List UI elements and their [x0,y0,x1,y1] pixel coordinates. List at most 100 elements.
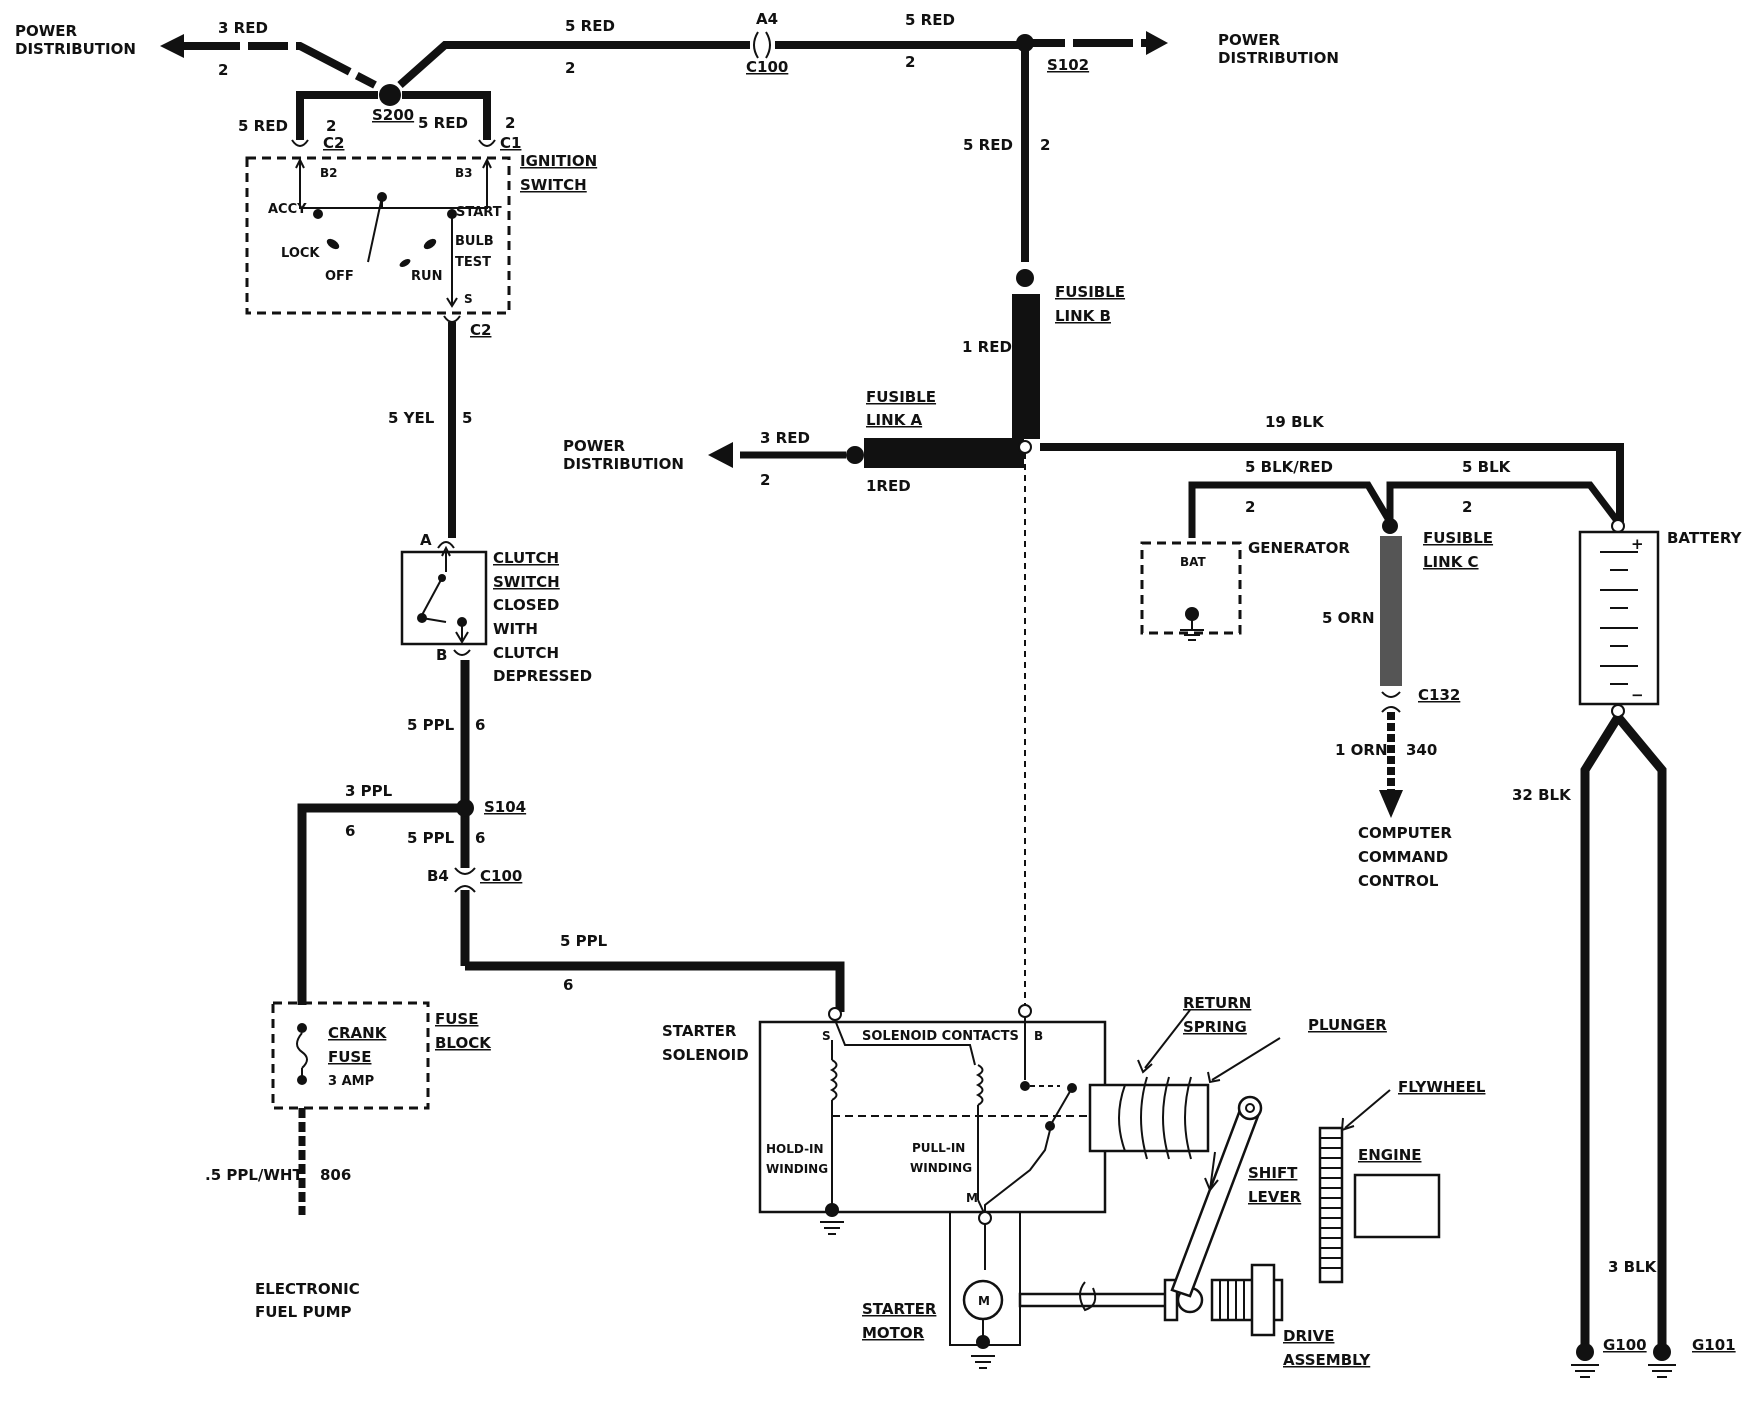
wire-5red-a-circuit: 2 [565,59,575,77]
fuel-pump-1: ELECTRONIC [255,1280,360,1298]
connector-c100-mid: C100 [480,867,522,885]
motor-m: M [978,1294,990,1308]
battery-circuit [1040,443,1676,1378]
wire-1orn-circuit: 340 [1406,741,1437,759]
wire-3red-label: 3 RED [218,19,268,37]
wire-3red-circuit: 2 [218,61,228,79]
clutch-desc-4: DEPRESSED [493,667,592,685]
crank-fuse-amp: 3 AMP [328,1074,374,1089]
pin-b3: B3 [455,166,473,180]
starter-assembly [758,1004,1441,1369]
clutch-desc-1: CLOSED [493,596,559,614]
arrow-right-icon [1146,31,1168,55]
connector-icon [753,31,759,59]
wire-5blk-label: 5 BLK [1462,458,1512,476]
clutch-switch-title-1: CLUTCH [493,549,559,567]
starter-motor-1: STARTER [862,1300,937,1318]
wire-3red-mid-label: 3 RED [760,429,810,447]
fusible-link-a-1: FUSIBLE [866,388,936,406]
pin-b2: B2 [320,166,338,180]
fusible-link-c [1380,536,1402,686]
wire-5pplwht-label: .5 PPL/WHT [205,1166,303,1184]
wire-3ppl-label: 3 PPL [345,782,393,800]
wire-3red-mid-circuit: 2 [760,471,770,489]
pos-run: RUN [411,269,442,284]
fuel-pump-2: FUEL PUMP [255,1303,352,1321]
starter-solenoid-2: SOLENOID [662,1046,749,1064]
fusible-link-a [864,438,1024,468]
fusible-link-b [1012,294,1040,439]
power-distribution-right-2: DISTRIBUTION [1218,49,1339,67]
fusible-link-c-1: FUSIBLE [1423,529,1493,547]
battery-label: BATTERY [1667,529,1743,547]
crank-fuse-2: FUSE [328,1048,371,1066]
wire-5blkred-circuit: 2 [1245,498,1255,516]
splice-s102 [1016,34,1034,52]
pin-a4: A4 [756,10,778,28]
ground-g100-icon [1576,1343,1594,1361]
splice-s104 [456,799,474,817]
wire-3ppl-circuit: 6 [345,822,355,840]
wire-1red-a-label: 1RED [866,477,911,495]
ign-wire-right-label: 5 RED [418,114,468,132]
fusible-link-a-2: LINK A [866,411,923,429]
ign-wire-left-circuit: 2 [326,117,336,135]
clutch-desc-2: WITH [493,620,538,638]
pin-b4: B4 [427,867,449,885]
power-distribution-mid-1: POWER [563,437,626,455]
splice-s102-label: S102 [1047,56,1089,74]
arrow-left-icon [160,34,184,58]
battery-box [1578,530,1660,706]
fusible-link-b-2: LINK B [1055,307,1111,325]
connector-c132: C132 [1418,686,1460,704]
arrow-down-icon [1379,790,1403,818]
crank-fuse [271,1001,430,1110]
wire-5ppl-a-label: 5 PPL [407,716,455,734]
battery-minus: − [1631,686,1644,704]
hold-in-winding-2: WINDING [766,1162,828,1176]
generator-box [1140,541,1242,635]
plunger [1088,1083,1210,1153]
wire-5red-v-circuit: 2 [1040,136,1050,154]
wire-5yel-label: 5 YEL [388,409,435,427]
clutch-switch [400,322,488,656]
wire-5ppl-a-circuit: 6 [475,716,485,734]
ign-wire-left-label: 5 RED [238,117,288,135]
engine-box [1353,1173,1441,1239]
wire-5blkred-label: 5 BLK/RED [1245,458,1333,476]
fusible-link-c-2: LINK C [1423,553,1479,571]
splice-s200 [379,84,401,106]
wire-5ppl-c-circuit: 6 [563,976,573,994]
pos-test: TEST [455,255,491,270]
pos-accy: ACCY [268,202,307,217]
ground-g101-label: G101 [1692,1336,1736,1354]
ccc-2: COMMAND [1358,848,1448,866]
ground-g100-label: G100 [1603,1336,1647,1354]
connector-c1: C1 [500,134,521,152]
shift-lever-2: LEVER [1248,1188,1302,1206]
wire-32blk-label: 32 BLK [1512,786,1572,804]
pos-start: START [456,205,502,220]
solenoid-pin-m: M [966,1191,978,1205]
splice-s104-label: S104 [484,798,526,816]
connector-c2-top: C2 [323,134,344,152]
connector-c2-bottom: C2 [470,321,491,339]
clutch-pin-a: A [420,531,432,549]
hold-in-winding-1: HOLD-IN [766,1142,824,1156]
plunger-label: PLUNGER [1308,1016,1387,1034]
wire-5red-v-label: 5 RED [963,136,1013,154]
ground-g101-icon [1653,1343,1671,1361]
splice-s200-label: S200 [372,106,414,124]
engine-label: ENGINE [1358,1146,1422,1164]
pin-s: S [464,292,473,306]
wire-5pplwht-circuit: 806 [320,1166,351,1184]
battery-plus: + [1631,535,1644,553]
wire-1orn-label: 1 ORN [1335,741,1388,759]
pos-lock: LOCK [281,246,320,261]
wire-5red-b-circuit: 2 [905,53,915,71]
power-distribution-left-2: DISTRIBUTION [15,40,136,58]
wire-5red-b-label: 5 RED [905,11,955,29]
wire-5orn-label: 5 ORN [1322,609,1375,627]
pos-bulb: BULB [455,234,494,249]
